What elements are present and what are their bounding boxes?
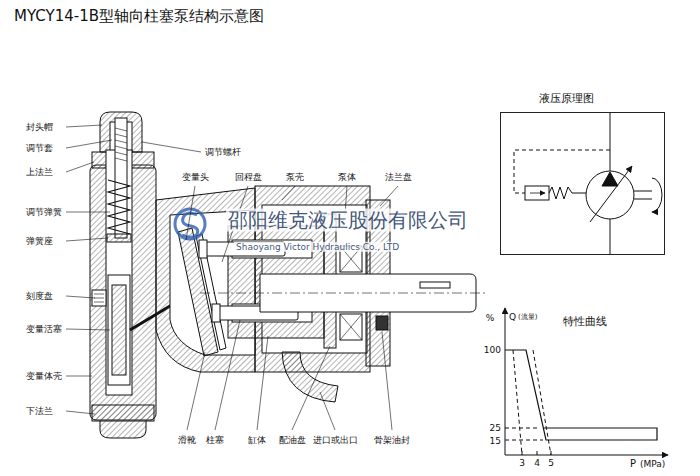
leader-line: [257, 336, 268, 430]
axis-unit: %: [486, 313, 495, 323]
pump-section: [340, 314, 362, 340]
axis-label: (MPa): [640, 459, 665, 469]
leader-line: [142, 142, 201, 152]
tick-label: 5: [548, 458, 554, 468]
part-label: 弹簧座: [26, 236, 53, 246]
axis-label: Q: [509, 312, 516, 322]
part-label: 调节弹簧: [26, 207, 62, 217]
leader-line: [186, 186, 195, 240]
leader-line: [187, 352, 205, 430]
leader-line: [66, 125, 102, 127]
leader-line: [66, 376, 92, 377]
variable-mechanism: [92, 405, 154, 421]
part-label: 缸体: [248, 435, 266, 445]
pump-section: [282, 352, 338, 402]
axis-label: (流量): [518, 313, 537, 321]
pump-section: [420, 282, 450, 288]
hydraulic-symbol: [525, 186, 549, 200]
part-label: 泵体: [338, 172, 356, 182]
pump-section: [376, 316, 388, 330]
leader-line: [292, 346, 330, 430]
part-label: 上法兰: [26, 167, 53, 177]
axis-label: P: [630, 458, 636, 470]
characteristic-chart: [522, 451, 551, 455]
part-label: 变量头: [182, 172, 209, 182]
pump-section: [156, 186, 488, 402]
part-label: 调节螺杆: [205, 147, 241, 157]
part-label: 变量体壳: [26, 371, 62, 381]
hydraulic-symbol: [602, 172, 618, 186]
part-label: 变量活塞: [26, 324, 62, 334]
characteristic-chart: [505, 455, 668, 456]
characteristic-chart: [505, 350, 657, 440]
characteristic-chart: [505, 308, 506, 455]
hydraulic-symbol: [590, 166, 632, 222]
hydraulic-symbol: [652, 178, 662, 212]
chart-title: 特性曲线: [563, 316, 607, 329]
variable-mechanism: [112, 285, 126, 375]
tick-label: 100: [484, 345, 501, 355]
box-heading: 液压原理图: [539, 93, 594, 106]
hydraulic-symbol: [572, 193, 586, 194]
leader-line: [380, 186, 398, 206]
leader-line: [66, 140, 112, 148]
part-label: 法兰盘: [385, 172, 412, 182]
pump-section: [212, 304, 220, 322]
watermark-text: Shaoyang Victor Hydraulics Co., LTD: [234, 242, 401, 252]
pump-section: [340, 314, 362, 340]
tick-label: 15: [490, 436, 501, 446]
leader-line: [282, 186, 295, 200]
hydraulic-symbol: [610, 112, 611, 171]
pump-section: [199, 240, 207, 258]
leader-line: [66, 125, 398, 430]
variable-mechanism: [108, 275, 130, 385]
leader-line: [66, 411, 95, 414]
watermark-text: 邵阳维克液压股份有限公司: [226, 209, 470, 232]
watermark-logo: [175, 209, 205, 239]
hydraulic-symbol: [634, 199, 652, 200]
part-label: 下法兰: [26, 406, 53, 416]
characteristic-chart: [505, 308, 668, 455]
pump-section: [200, 293, 488, 294]
leader-line: [66, 212, 110, 213]
variable-mechanism: [115, 128, 127, 161]
diagram-title: MYCY14-1B型轴向柱塞泵结构示意图: [14, 8, 264, 25]
part-label: 柱塞: [206, 435, 224, 445]
part-label: 骨架油封: [374, 435, 410, 445]
characteristic-chart: [533, 350, 551, 455]
leader-line: [320, 392, 335, 430]
part-label: 滑靴: [178, 435, 196, 445]
tick-label: 4: [534, 458, 540, 468]
schematic-box: 液压原理图: [500, 112, 665, 255]
leader-line: [66, 238, 108, 241]
leader-line: [66, 162, 94, 172]
hydraulic-symbol: [549, 187, 572, 199]
part-label: 回程盘: [235, 172, 262, 182]
tick-label: 25: [490, 423, 501, 433]
part-label: 配油盘: [279, 435, 306, 445]
variable-mechanism: [94, 294, 104, 302]
hydraulic-symbol: [530, 193, 545, 194]
leader-line: [215, 320, 240, 430]
tick-label: 3: [519, 458, 525, 468]
hydraulic-symbol: [634, 191, 652, 192]
variable-mechanism: [100, 421, 146, 438]
leader-line: [66, 329, 110, 330]
characteristic-chart: [513, 350, 522, 455]
characteristic-chart: [505, 428, 543, 440]
hydraulic-symbol: [610, 219, 611, 255]
part-label: 刻度盘: [26, 291, 53, 301]
variable-mechanism: [108, 180, 130, 234]
part-label: 调节套: [26, 143, 53, 153]
variable-mechanism: [107, 234, 131, 242]
part-label: 封头帽: [26, 122, 53, 132]
part-label: 泵壳: [286, 172, 304, 182]
hydraulic-symbol: [514, 112, 662, 255]
leader-line: [66, 296, 95, 298]
leader-line: [382, 332, 392, 430]
part-label: 进口或出口: [313, 435, 358, 445]
watermark-logo: [175, 209, 205, 239]
